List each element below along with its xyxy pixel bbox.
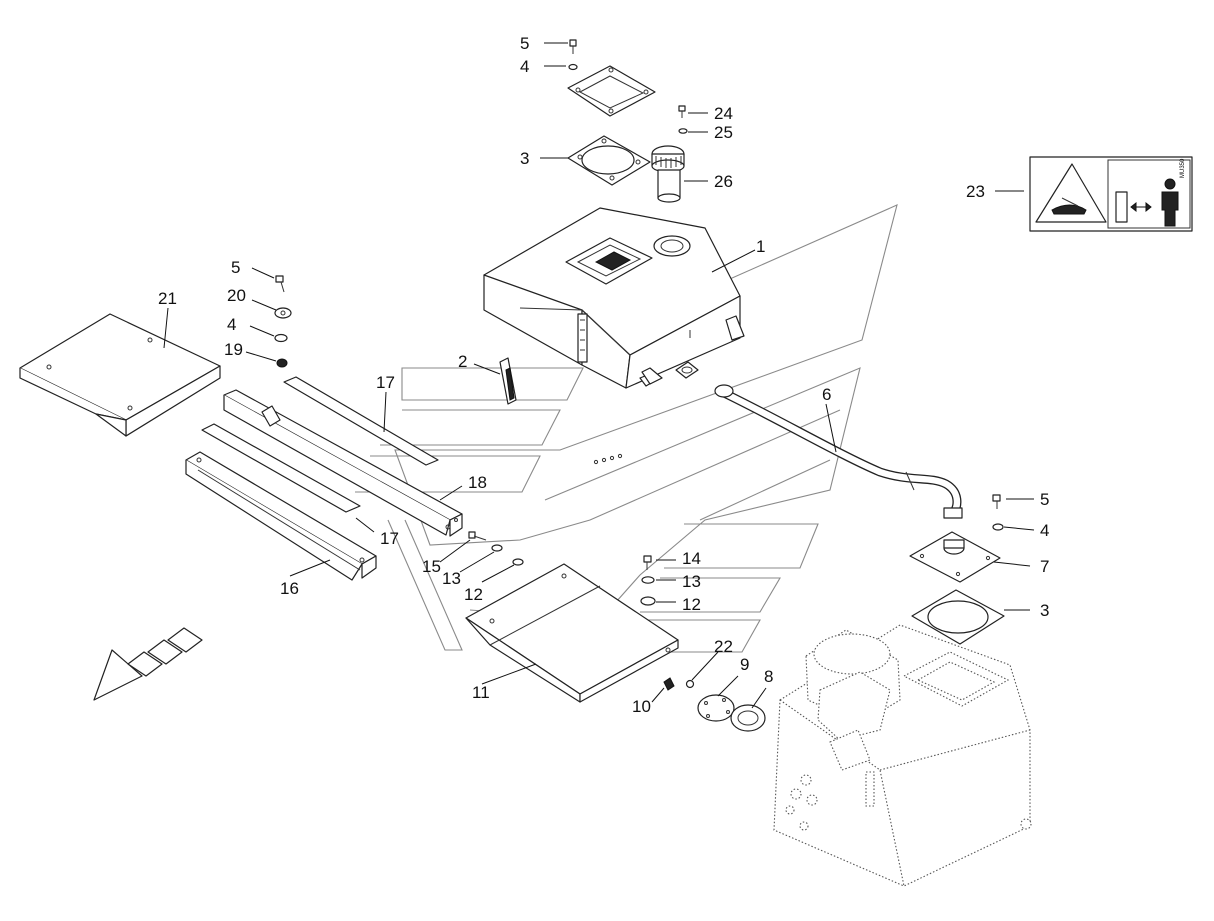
label-16: 16 [280,579,299,598]
side-rail [185,451,377,581]
bolt-15 [468,531,487,541]
bottom-plate [465,563,679,703]
strip-17-lower [201,423,361,513]
hydraulic-tank-phantom [773,624,1032,887]
label-8: 8 [764,667,773,686]
label-12-right: 12 [682,595,701,614]
label-2: 2 [458,352,467,371]
level-gauge [499,357,517,405]
bracket-18 [223,389,463,537]
o-ring-22 [685,679,695,689]
label-11: 11 [472,683,490,702]
flange-7 [909,531,1001,583]
label-24: 24 [714,104,733,123]
label-13-right: 13 [682,572,701,591]
washer-12-right [640,596,656,606]
label-17-lower: 17 [380,529,399,548]
bolt-24 [678,105,686,118]
label-4-top: 4 [520,57,529,76]
label-17-upper: 17 [376,373,395,392]
washer-4-right [992,523,1004,531]
label-5-top: 5 [520,34,529,53]
bolt-10 [663,677,675,691]
left-cover [19,313,221,437]
label-21: 21 [158,289,177,308]
filler-cap-26 [651,145,685,203]
gasket-8 [730,704,766,732]
label-26: 26 [714,172,733,191]
label-7: 7 [1040,557,1049,576]
washer-13-left [491,544,503,552]
label-13-left: 13 [442,569,461,588]
label-3-right: 3 [1040,601,1049,620]
label-10: 10 [632,697,651,716]
label-1: 1 [756,237,765,256]
label-14: 14 [682,549,701,568]
washer-4-left [274,333,288,343]
washer-4-top [568,63,578,71]
label-9: 9 [740,655,749,674]
washer-12-left [512,558,524,566]
washer-20 [274,307,292,319]
small-bolt-5-left [275,275,285,293]
label-19: 19 [224,340,243,359]
label-22: 22 [714,637,733,656]
label-4-right: 4 [1040,521,1049,540]
direction-arrow [93,627,203,701]
washer-25 [678,128,688,134]
bolt-14 [643,555,652,570]
label-6: 6 [822,385,831,404]
label-20: 20 [227,286,246,305]
small-bolt-5-top [569,39,577,54]
washer-13-right [641,576,655,584]
label-4-left: 4 [227,315,236,334]
label-5-right: 5 [1040,490,1049,509]
label-18: 18 [468,473,487,492]
leader-lines [163,42,1035,709]
callout-labels: 5 4 3 24 25 26 1 23 5 20 4 19 21 2 17 18… [158,34,1049,716]
label-15: 15 [422,557,441,576]
strip-17-upper [283,376,439,466]
label-25: 25 [714,123,733,142]
gasket-3-right [911,589,1005,645]
hose [714,384,963,519]
sticker-code: MU350 [1180,158,1186,178]
cover-plate-top [567,65,656,117]
flange-9 [697,694,735,722]
nut-19 [276,358,288,368]
label-3-top: 3 [520,149,529,168]
fuel-tank [483,207,745,389]
label-12-left: 12 [464,585,483,604]
small-bolt-5-right [992,494,1001,509]
label-5-left: 5 [231,258,240,277]
gasket-top [567,135,651,186]
dots-center [593,453,623,465]
label-23: 23 [966,182,985,201]
warning-sticker: MU350 [1029,156,1193,232]
